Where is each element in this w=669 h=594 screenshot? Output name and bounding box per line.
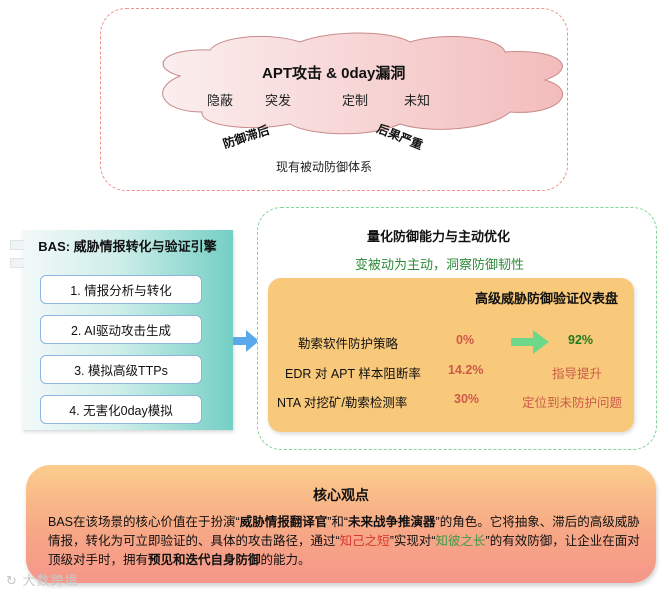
highlight-foresight: 预见和迭代自身防御 — [148, 553, 261, 567]
row-result-nta: 定位到未防护问题 — [522, 396, 623, 410]
component-tab-icon — [10, 258, 24, 268]
dashboard-panel: 高级威胁防御验证仪表盘 勒索软件防护策略 0% 92% EDR 对 APT 样本… — [268, 278, 634, 432]
row-value-edr: 14.2% — [448, 363, 484, 377]
highlight-war-simulator: 未来战争推演器 — [348, 515, 436, 529]
dashboard-title: 高级威胁防御验证仪表盘 — [474, 291, 618, 306]
quantify-subtitle: 变被动为主动，洞察防御韧性 — [355, 257, 525, 272]
bas-title: BAS: 威胁情报转化与验证引擎 — [38, 239, 217, 254]
row-label-edr: EDR 对 APT 样本阻断率 — [285, 367, 421, 381]
row-result-edr: 指导提升 — [552, 367, 603, 381]
improvement-arrow-icon — [511, 330, 549, 354]
row-label-nta: NTA 对挖矿/勒索检测率 — [277, 396, 408, 410]
cloud-shape-icon — [162, 32, 564, 135]
text-segment: ”的角色。它将抽象、滞后的高级威胁情报，转化为可立即验证的、具体的攻击路径，通过… — [48, 515, 640, 548]
highlight-know-enemy: 知彼之长 — [435, 534, 486, 548]
quantify-title: 量化防御能力与主动优化 — [367, 229, 511, 244]
component-tab-icon — [10, 240, 24, 250]
bas-step-4: 4. 无害化0day模拟 — [40, 395, 202, 424]
tag-unknown: 未知 — [404, 93, 431, 108]
row-label-ransomware: 勒索软件防护策略 — [298, 337, 399, 351]
core-paragraph: BAS在该场景的核心价值在于扮演“威胁情报翻译官”和“未来战争推演器”的角色。它… — [48, 513, 642, 570]
row-value-ransomware: 0% — [456, 333, 475, 347]
text-segment: BAS在该场景的核心价值在于扮演“ — [48, 515, 240, 529]
watermark-logo-icon: ↻ — [6, 573, 18, 588]
core-viewpoint-panel: 核心观点 BAS在该场景的核心价值在于扮演“威胁情报翻译官”和“未来战争推演器”… — [26, 465, 656, 583]
tag-sudden: 突发 — [265, 93, 292, 108]
text-segment: ”的有效防御，让企业在面对顶级对手时，拥有 — [48, 534, 640, 567]
bas-step-1: 1. 情报分析与转化 — [40, 275, 202, 304]
arrow-right-icon — [233, 330, 259, 352]
threat-cloud — [140, 28, 580, 138]
passive-defense-label: 现有被动防御体系 — [276, 160, 373, 174]
highlight-know-self: 知己之短 — [339, 534, 390, 548]
row-result-ransomware: 92% — [568, 333, 594, 347]
row-value-nta: 30% — [454, 392, 480, 406]
bas-engine-component: BAS: 威胁情报转化与验证引擎 1. 情报分析与转化 2. AI驱动攻击生成 … — [10, 230, 233, 430]
text-segment: 的能力。 — [260, 553, 311, 567]
bas-step-2: 2. AI驱动攻击生成 — [40, 315, 202, 344]
text-segment: ”实现对“ — [389, 534, 436, 548]
highlight-translator: 威胁情报翻译官 — [239, 515, 328, 529]
tag-customized: 定制 — [342, 93, 369, 108]
watermark: ↻ 大数跨境 — [6, 570, 79, 589]
bas-step-3: 3. 模拟高级TTPs — [40, 355, 202, 384]
cloud-title: APT攻击 & 0day漏洞 — [262, 65, 406, 82]
watermark-text: 大数跨境 — [22, 573, 79, 588]
text-segment: ”和“ — [327, 515, 349, 529]
tag-stealthy: 隐蔽 — [207, 93, 234, 108]
core-title: 核心观点 — [313, 487, 369, 503]
